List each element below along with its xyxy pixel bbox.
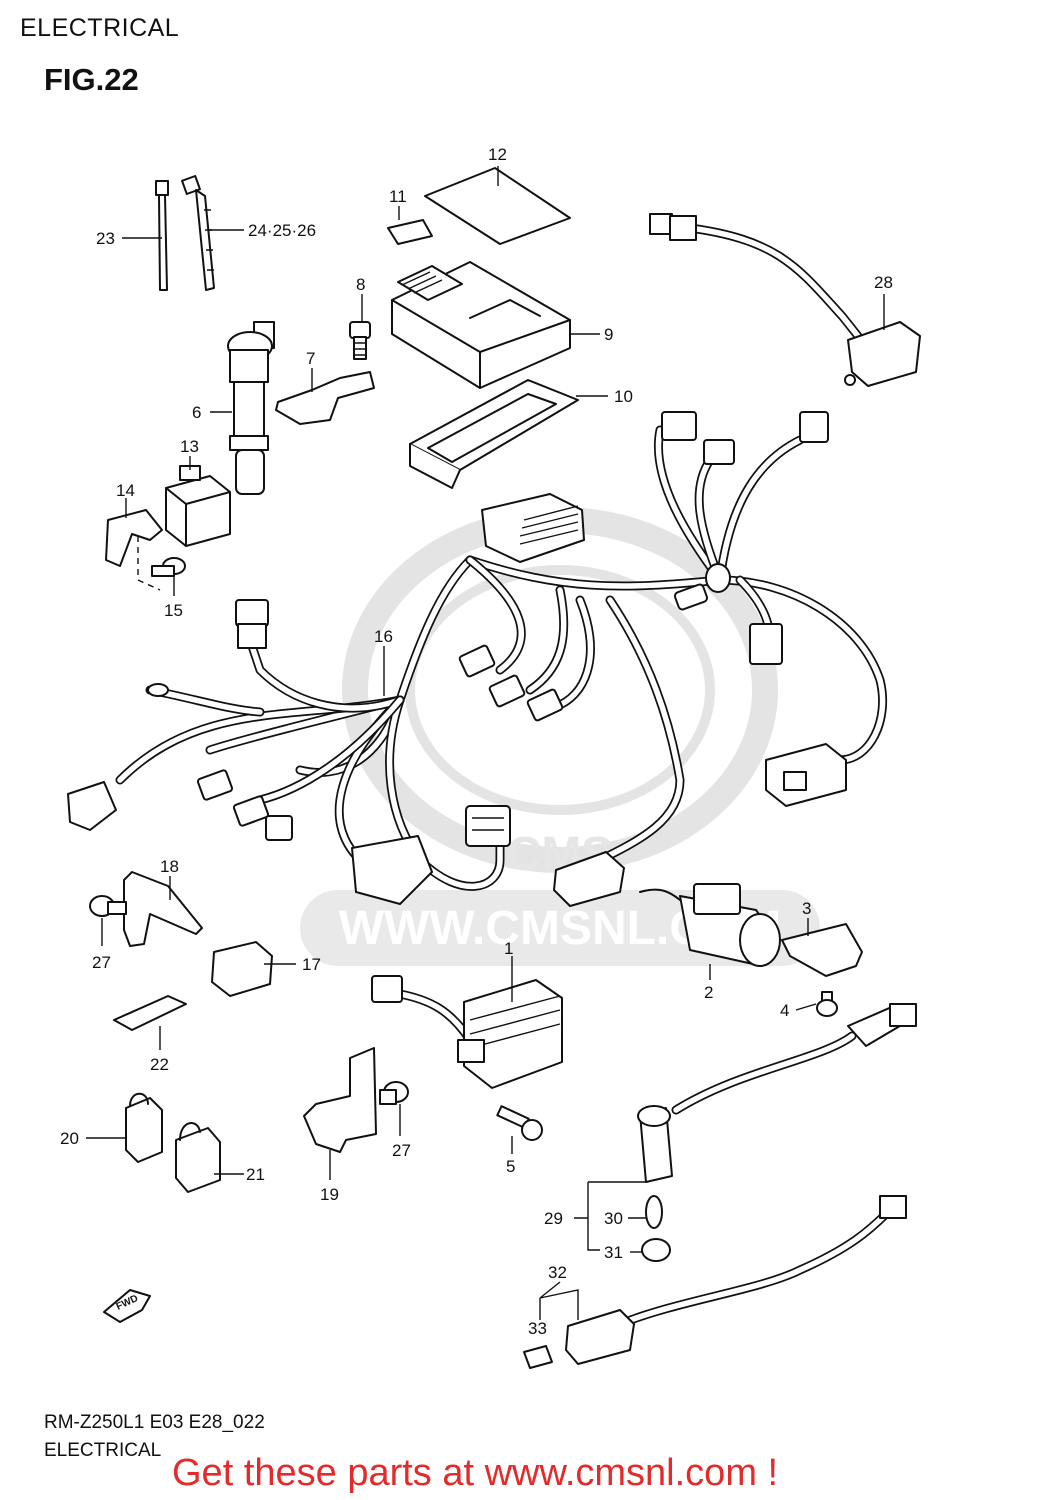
part-7-bracket [275,371,375,425]
part-22-pad [113,995,187,1031]
part-18-plate [123,871,203,947]
callout-27-right: 27 [392,1141,411,1160]
callout-3: 3 [802,899,811,918]
section-title: ELECTRICAL [20,14,180,42]
part-13-relay [165,465,231,547]
part-30-o-ring [645,1195,663,1229]
part-9-ecm [391,261,571,389]
callout-33: 33 [528,1319,547,1338]
parts-banner-link[interactable]: Get these parts at www.cmsnl.com ! [172,1452,779,1494]
callout-13: 13 [180,437,199,456]
part-27-bolt-right [379,1081,409,1105]
part-27-bolt-left [89,895,127,917]
part-20-fuse-holder [125,1092,163,1163]
part-4-bolt [816,991,838,1017]
callout-15: 15 [164,601,183,620]
footer-section-title: ELECTRICAL [44,1440,162,1461]
callout-14: 14 [116,481,135,500]
part-32-fuse-harness [565,1195,907,1365]
part-14-clip [105,509,163,567]
callout-23: 23 [96,229,115,248]
part-3-bracket [781,923,863,977]
callout-2: 2 [704,983,713,1002]
part-33-fuse [523,1345,553,1369]
callout-1: 1 [504,939,513,958]
part-12-sheet [424,167,571,245]
callout-8: 8 [356,275,365,294]
part-21-fuse-holder [175,1122,221,1193]
callout-21: 21 [246,1165,265,1184]
part-11-label [387,219,433,245]
callout-18: 18 [160,857,179,876]
callout-7: 7 [306,349,315,368]
fwd-direction-arrow: FWD [103,1289,151,1323]
part-6-ignition-coil [227,321,275,495]
callout-12: 12 [488,145,507,164]
callout-24-25-26: 24·25·26 [248,221,316,240]
part-28-sensor [649,213,921,387]
figure-label: FIG.22 [44,62,139,97]
callout-27-left: 27 [92,953,111,972]
model-code: RM-Z250L1 E03 E28_022 [44,1412,265,1433]
callout-9: 9 [604,325,613,344]
part-19-bracket [303,1047,377,1153]
callout-4: 4 [780,1001,789,1020]
callout-29: 29 [544,1209,563,1228]
callout-32: 32 [548,1263,567,1282]
callout-19: 19 [320,1185,339,1204]
part-31-cap [641,1238,671,1262]
leader-lines [86,166,885,1320]
part-29-sensor [637,1003,917,1183]
part-23-cable-tie [155,180,169,291]
callout-10: 10 [614,387,633,406]
callout-30: 30 [604,1209,623,1228]
callout-numbers: 23 24·25·26 11 12 8 9 10 7 6 13 14 15 16… [60,145,893,1338]
callout-28: 28 [874,273,893,292]
part-15-screw [151,557,186,577]
part-17-relay [211,941,273,997]
part-1-regulator [371,975,563,1089]
part-10-band [409,379,579,489]
callout-5: 5 [506,1157,515,1176]
part-8-bolt [349,321,371,360]
part-2-condenser [639,883,781,967]
callout-31: 31 [604,1243,623,1262]
callout-11: 11 [389,187,407,206]
part-24-26-cable-tie [181,175,215,291]
callout-16: 16 [374,627,393,646]
part-16-wiring-harness [67,411,888,907]
callout-17: 17 [302,955,321,974]
callout-6: 6 [192,403,201,422]
callout-22: 22 [150,1055,169,1074]
part-5-screw [496,1105,543,1141]
callout-20: 20 [60,1129,79,1148]
